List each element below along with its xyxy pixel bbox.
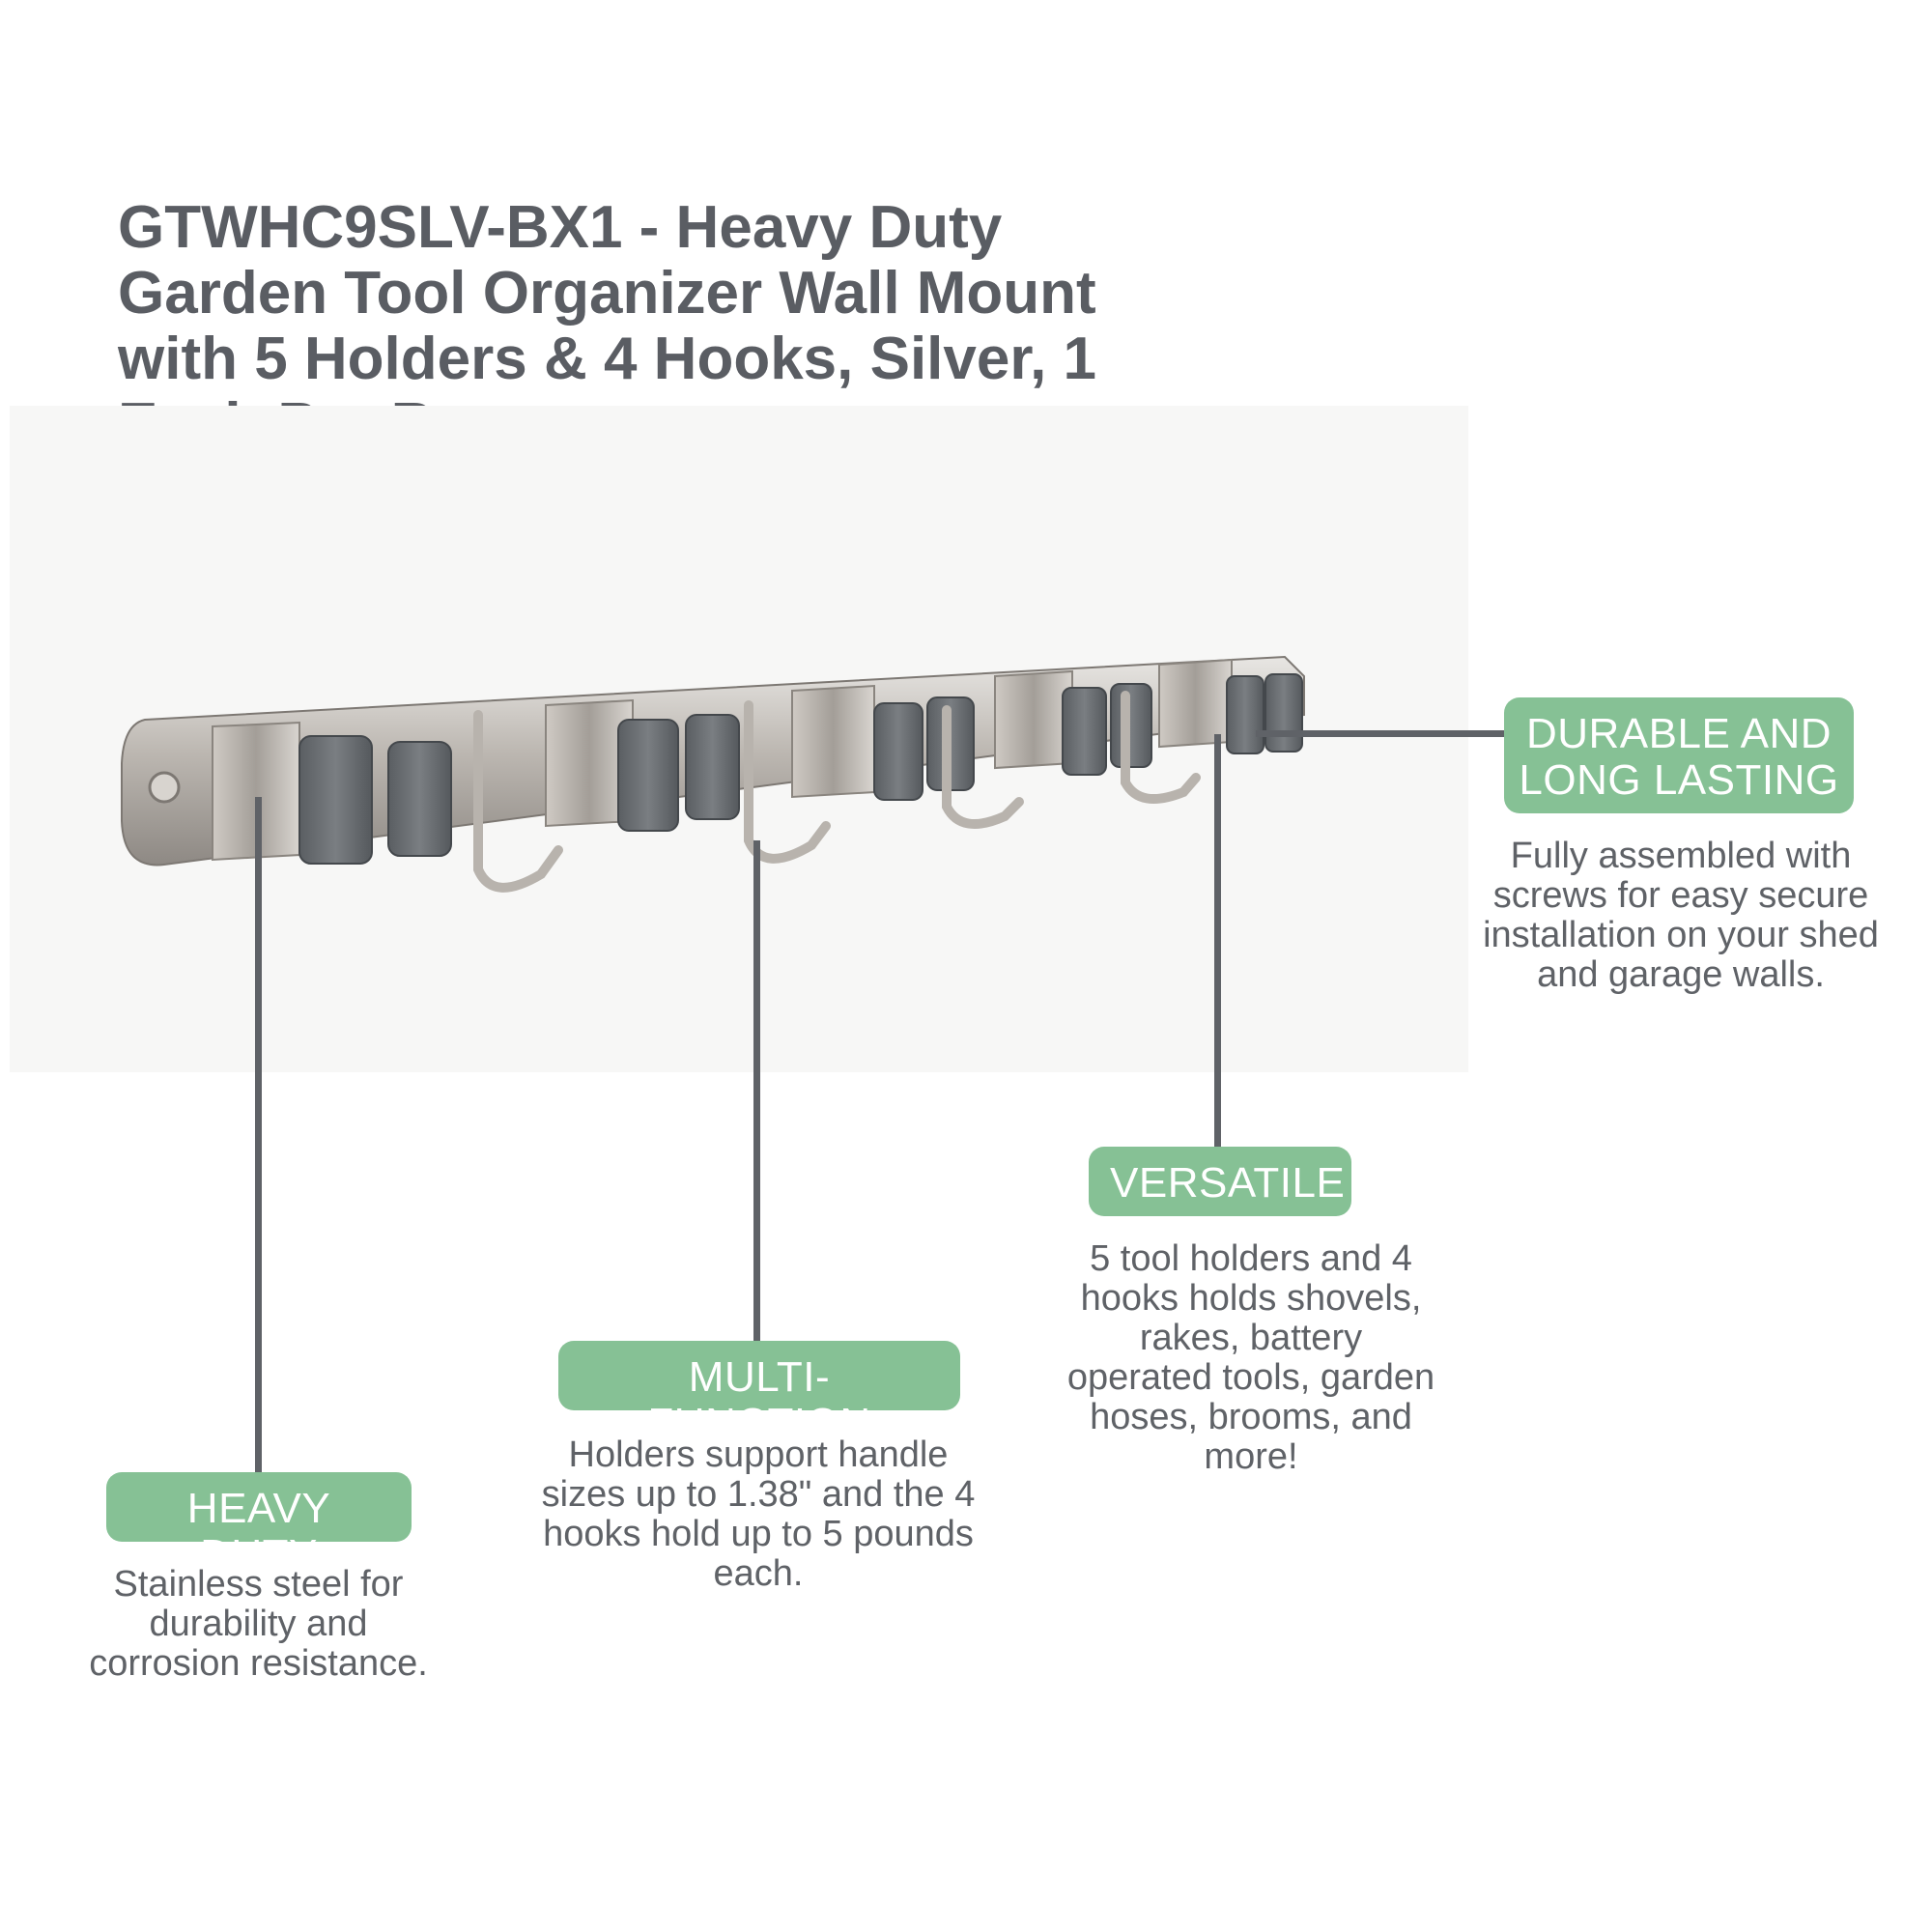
badge-durable: DURABLE AND LONG LASTING — [1504, 697, 1854, 813]
bracket — [212, 658, 1233, 862]
desc-durable: Fully assembled with screws for easy sec… — [1483, 836, 1879, 995]
clip — [298, 673, 1303, 865]
product-title: GTWHC9SLV-BX1 - Heavy Duty Garden Tool O… — [118, 194, 1097, 458]
badge-multi-function-label: MULTI-FUNCTION — [647, 1353, 871, 1447]
badge-versatile: VERSATILE — [1089, 1147, 1351, 1216]
badge-versatile-label: VERSATILE — [1110, 1159, 1346, 1207]
desc-multi-function: Holders support handle sizes up to 1.38"… — [541, 1435, 976, 1594]
desc-heavy-duty: Stainless steel for durability and corro… — [89, 1564, 428, 1684]
leader-line-heavy-duty — [255, 797, 262, 1473]
badge-durable-line2: LONG LASTING — [1519, 756, 1839, 804]
desc-versatile: 5 tool holders and 4 hooks holds shovels… — [1066, 1238, 1435, 1477]
badge-durable-line1: DURABLE AND — [1525, 710, 1833, 757]
badge-heavy-duty: HEAVY DUTY — [106, 1472, 412, 1578]
badge-heavy-duty-label: HEAVY DUTY — [186, 1485, 331, 1578]
leader-line-durable — [1256, 730, 1507, 737]
hook — [473, 691, 1201, 893]
leader-line-multi-function — [753, 840, 760, 1343]
badge-multi-function: MULTI-FUNCTION — [558, 1341, 960, 1447]
leader-line-versatile — [1214, 734, 1221, 1151]
